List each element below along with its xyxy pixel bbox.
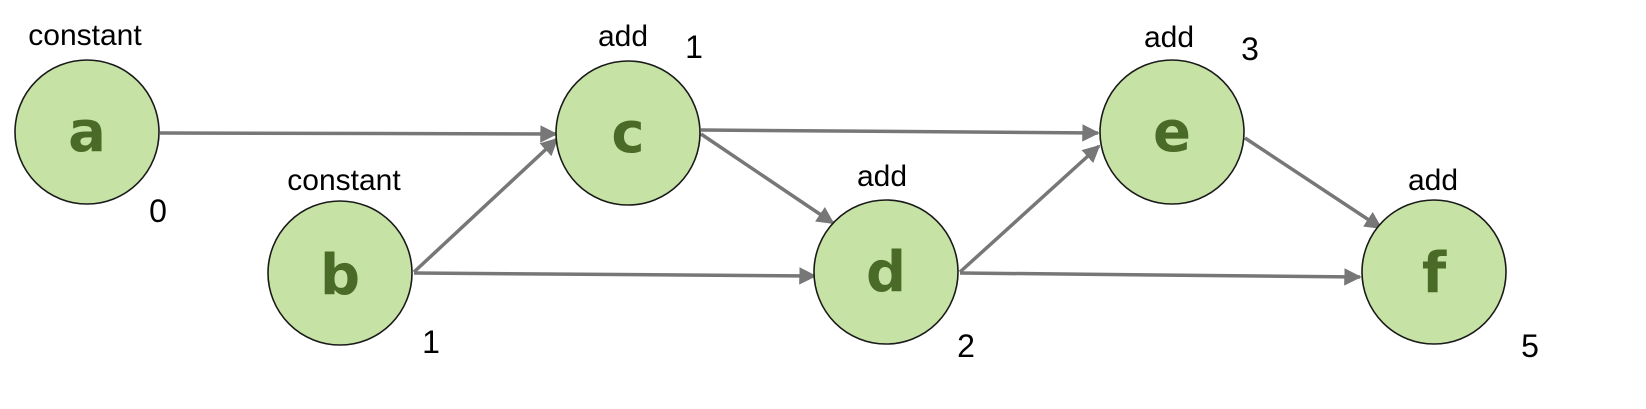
node-f[interactable]: f add 5 <box>1361 164 1539 364</box>
edges <box>159 124 1383 286</box>
node-f-op-label: add <box>1408 164 1458 197</box>
node-e-value: 3 <box>1241 31 1259 67</box>
node-b-value: 1 <box>422 324 440 360</box>
node-e-circle <box>1099 59 1245 205</box>
node-b-circle <box>267 200 413 346</box>
edge-e-f <box>1244 136 1383 230</box>
node-f-value: 5 <box>1521 328 1539 364</box>
node-d[interactable]: d add 2 <box>813 160 975 364</box>
node-d-op-label: add <box>857 160 907 193</box>
edge-b-c <box>412 137 559 274</box>
node-b-letter: b <box>320 243 360 308</box>
edge-c-e <box>700 124 1100 142</box>
edge-c-d <box>700 132 835 225</box>
edge-b-d <box>413 267 817 285</box>
node-b[interactable]: b constant 1 <box>267 164 440 360</box>
node-f-circle <box>1361 199 1507 345</box>
node-d-letter: d <box>866 240 906 305</box>
node-b-op-label: constant <box>287 164 401 197</box>
node-c-value: 1 <box>685 29 703 65</box>
node-c-letter: c <box>611 101 644 166</box>
node-a-op-label: constant <box>28 19 142 52</box>
node-a[interactable]: a constant 0 <box>14 19 167 229</box>
node-e-letter: e <box>1153 100 1191 165</box>
node-c-op-label: add <box>598 20 648 53</box>
node-a-circle <box>14 59 160 205</box>
node-c-circle <box>555 60 701 206</box>
node-d-value: 2 <box>957 328 975 364</box>
edge-d-e <box>958 144 1101 274</box>
node-d-circle <box>813 199 959 345</box>
node-e-op-label: add <box>1144 21 1194 54</box>
node-f-letter: f <box>1422 241 1447 306</box>
node-a-value: 0 <box>149 193 167 229</box>
edge-d-f <box>959 268 1362 286</box>
node-a-letter: a <box>68 100 106 165</box>
node-c[interactable]: c add 1 <box>555 20 703 206</box>
edge-a-c <box>159 125 558 143</box>
node-e[interactable]: e add 3 <box>1099 21 1259 205</box>
